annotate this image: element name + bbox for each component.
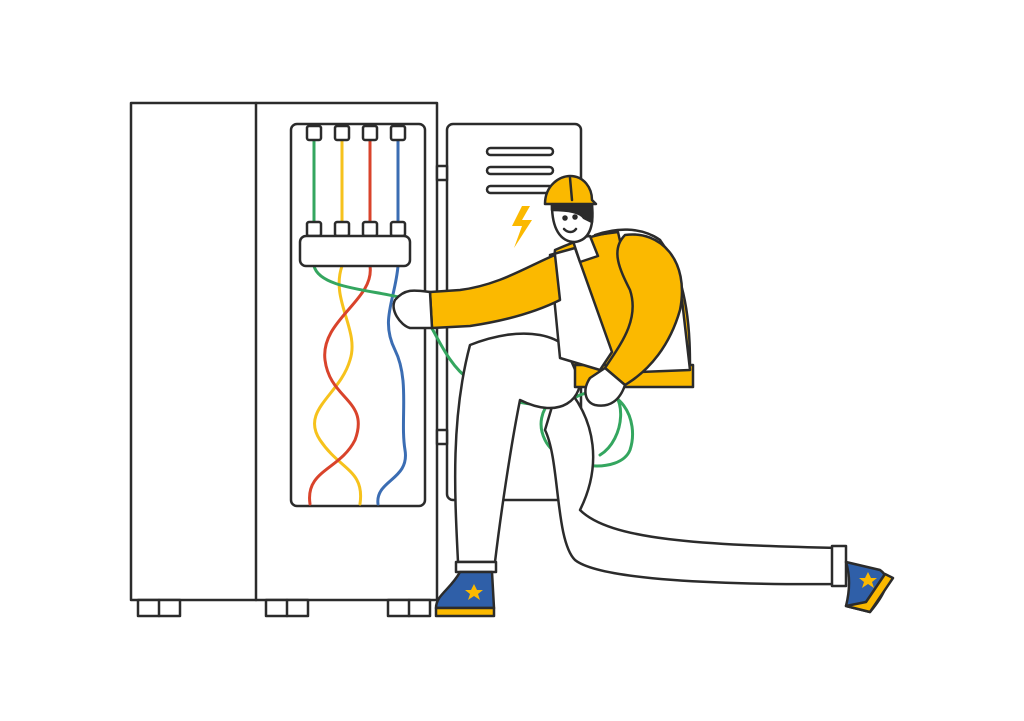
eye xyxy=(572,214,578,220)
connector xyxy=(389,220,407,238)
connector xyxy=(361,220,379,238)
shoe-sole-right xyxy=(844,572,895,614)
star-icon xyxy=(465,584,483,600)
vent-slot xyxy=(485,165,555,176)
vest-left xyxy=(548,246,614,372)
connector xyxy=(361,124,379,142)
wire-connectors xyxy=(298,124,412,268)
sock xyxy=(830,544,848,588)
connector xyxy=(305,124,323,142)
hand-holding-coil xyxy=(584,366,627,407)
connector xyxy=(305,220,323,238)
back-leg xyxy=(543,378,844,586)
electrician xyxy=(392,174,895,618)
connector xyxy=(389,124,407,142)
wire-red xyxy=(308,264,372,506)
hinge xyxy=(435,428,449,446)
shoe-sole-left xyxy=(434,606,496,618)
connector xyxy=(333,124,351,142)
star-icon xyxy=(859,572,877,588)
sock xyxy=(454,560,498,574)
hand-holding-wire xyxy=(392,289,434,330)
hard-hat-ridge xyxy=(568,176,574,202)
vent-slot xyxy=(485,146,555,157)
connector xyxy=(333,220,351,238)
server-cabinet xyxy=(129,101,439,618)
eye xyxy=(562,215,568,221)
wire-blue xyxy=(376,264,407,506)
lightning-bolt-icon xyxy=(512,206,532,248)
terminal-block xyxy=(298,234,412,268)
hair xyxy=(550,203,594,224)
mouth xyxy=(562,227,578,234)
hinge xyxy=(435,164,449,182)
